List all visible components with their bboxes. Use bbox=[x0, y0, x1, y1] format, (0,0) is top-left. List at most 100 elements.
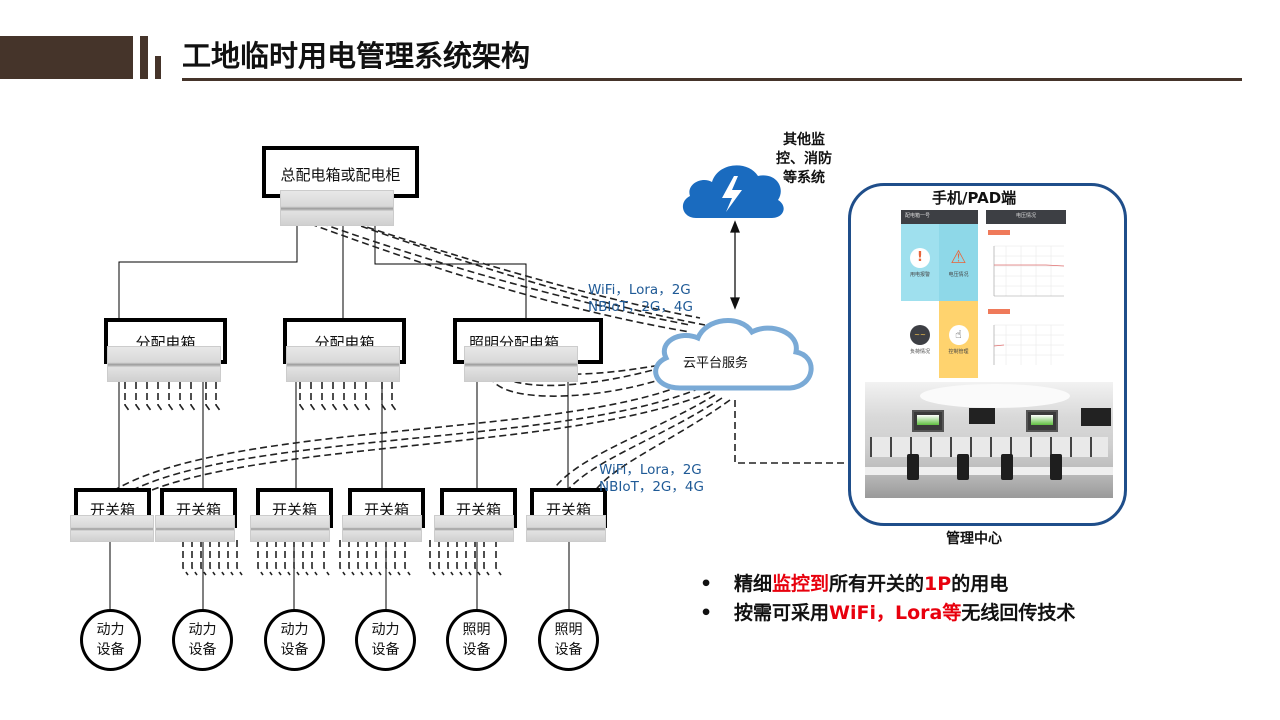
wireless-label-line: WiFi，Lora，2G bbox=[588, 282, 691, 298]
load-chart bbox=[993, 324, 1064, 365]
breaker-strip bbox=[155, 515, 235, 542]
bullet-item: •精细监控到所有开关的1P的用电 bbox=[700, 570, 1075, 599]
hand-touch-icon: ☝ bbox=[948, 324, 969, 345]
other-systems-line: 等系统 bbox=[783, 170, 825, 186]
wireless-link bbox=[129, 391, 711, 501]
phone-screen-chart: 电压情况 bbox=[986, 210, 1066, 378]
chart-tag bbox=[988, 230, 1010, 235]
main-distribution-box[interactable]: 总配电箱或配电柜 bbox=[262, 146, 419, 198]
device-node[interactable]: 动力设备 bbox=[80, 609, 141, 671]
device-node[interactable]: 动力设备 bbox=[355, 609, 416, 671]
lightning-cloud-icon bbox=[682, 165, 784, 218]
cloud-platform-icon[interactable] bbox=[640, 308, 825, 400]
management-center-label: 管理中心 bbox=[946, 531, 1002, 547]
client-panel-title: 手机/PAD端 bbox=[932, 189, 1017, 207]
breaker-strip bbox=[70, 515, 154, 542]
wireless-link bbox=[734, 400, 862, 464]
bullet-dot: • bbox=[700, 573, 713, 595]
control-room-image bbox=[865, 382, 1113, 498]
power-line bbox=[118, 218, 298, 318]
alarm-icon: ! bbox=[910, 247, 930, 268]
device-label: 设备 bbox=[554, 642, 583, 658]
device-node[interactable]: 动力设备 bbox=[172, 609, 233, 671]
tile-alarm[interactable]: ! 用电报警 bbox=[901, 224, 939, 301]
device-label: 动力 bbox=[188, 622, 217, 638]
other-systems-line: 其他监 bbox=[783, 132, 825, 148]
wireless-link bbox=[489, 375, 666, 397]
bullet-text: 精细 bbox=[734, 573, 773, 595]
breaker-strip bbox=[464, 346, 578, 382]
tile-load[interactable]: ~~ 负荷情况 bbox=[901, 301, 939, 378]
device-label: 照明 bbox=[462, 622, 491, 638]
bullet-text: 按需可采用 bbox=[734, 602, 830, 624]
bidirectional-arrow bbox=[730, 220, 740, 310]
bullet-item: • 按需可采用WiFi，Lora等无线回传技术 bbox=[700, 599, 1075, 628]
switch-box-label: 开关箱 bbox=[89, 501, 135, 519]
waveform-icon: ~~ bbox=[910, 324, 930, 345]
breaker-strip bbox=[286, 346, 400, 382]
device-label: 设备 bbox=[462, 642, 491, 658]
device-label: 设备 bbox=[371, 642, 400, 658]
tile-label: 负荷情况 bbox=[909, 348, 930, 355]
breaker-strip bbox=[434, 515, 514, 542]
header-decor-bar bbox=[140, 36, 148, 79]
device-label: 动力 bbox=[96, 622, 125, 638]
voltage-chart bbox=[993, 245, 1065, 297]
tile-control[interactable]: ☝ 控制管理 bbox=[939, 301, 978, 378]
device-node[interactable]: 照明设备 bbox=[446, 609, 507, 671]
device-node[interactable]: 动力设备 bbox=[264, 609, 325, 671]
switch-box-label: 开关箱 bbox=[271, 501, 317, 519]
tile-label: 电压情况 bbox=[948, 271, 969, 278]
wireless-link bbox=[314, 209, 701, 319]
power-lines bbox=[109, 218, 570, 610]
switch-box-label: 开关箱 bbox=[363, 501, 409, 519]
device-label: 设备 bbox=[96, 642, 125, 658]
bullet-text: 所有开关的 bbox=[829, 573, 925, 595]
header-decor-bar-small bbox=[155, 56, 161, 79]
device-label: 设备 bbox=[188, 642, 217, 658]
device-label: 动力 bbox=[280, 622, 309, 638]
wireless-label-line: NBIoT，2G，4G bbox=[599, 479, 704, 495]
breaker-strip bbox=[342, 515, 422, 542]
wireless-label-bottom: WiFi，Lora，2G NBIoT，2G，4G bbox=[599, 462, 704, 496]
page-title: 工地临时用电管理系统架构 bbox=[182, 39, 531, 73]
breaker-strip bbox=[280, 190, 394, 226]
cloud-platform-label: 云平台服务 bbox=[683, 356, 749, 371]
chart-tag bbox=[988, 309, 1010, 314]
bullet-text: 无线回传技术 bbox=[961, 602, 1076, 624]
bullet-highlight: WiFi，Lora等 bbox=[829, 602, 962, 624]
switch-box-label: 开关箱 bbox=[175, 501, 221, 519]
device-label: 设备 bbox=[280, 642, 309, 658]
breaker-strip bbox=[107, 346, 221, 382]
device-node[interactable]: 照明设备 bbox=[538, 609, 599, 671]
bullet-highlight: 1P bbox=[924, 573, 952, 595]
switch-box-label: 开关箱 bbox=[455, 501, 501, 519]
wireless-label-top: WiFi，Lora，2G NBIoT，2G，4G bbox=[588, 282, 693, 316]
main-box-label: 总配电箱或配电柜 bbox=[280, 166, 401, 184]
tile-voltage[interactable]: ⚠ 电压情况 bbox=[939, 224, 978, 301]
power-line bbox=[374, 218, 527, 318]
phone-header: 电压情况 bbox=[986, 210, 1066, 224]
wireless-label-line: NBIoT，2G，4G bbox=[588, 299, 693, 315]
tile-label: 控制管理 bbox=[948, 348, 969, 355]
breaker-strip bbox=[526, 515, 606, 542]
bullet-dot: • bbox=[700, 602, 713, 624]
wireless-link bbox=[329, 214, 706, 326]
wireless-link bbox=[99, 381, 691, 501]
other-systems-label: 其他监 控、消防 等系统 bbox=[776, 131, 832, 188]
phone-screen-dashboard: 配电箱一号 ! 用电报警 ⚠ 电压情况 ~~ 负荷情况 ☝ 控制管理 bbox=[901, 210, 978, 378]
header-rule bbox=[182, 78, 1242, 81]
device-label: 动力 bbox=[371, 622, 400, 638]
warning-icon: ⚠ bbox=[950, 246, 967, 268]
phone-header: 配电箱一号 bbox=[901, 210, 978, 224]
tile-label: 用电报警 bbox=[909, 271, 930, 278]
breaker-strip bbox=[250, 515, 330, 542]
header-decor-block bbox=[0, 36, 133, 79]
wireless-label-line: WiFi，Lora，2G bbox=[599, 462, 702, 478]
switch-box-label: 开关箱 bbox=[545, 501, 591, 519]
other-systems-line: 控、消防 bbox=[776, 151, 832, 167]
wireless-link bbox=[114, 387, 701, 501]
bullet-highlight: 监控到 bbox=[772, 573, 830, 595]
bullet-list: •精细监控到所有开关的1P的用电 •按需可采用WiFi，Lora等无线回传技术 bbox=[700, 570, 1075, 628]
wireless-link bbox=[299, 219, 691, 333]
